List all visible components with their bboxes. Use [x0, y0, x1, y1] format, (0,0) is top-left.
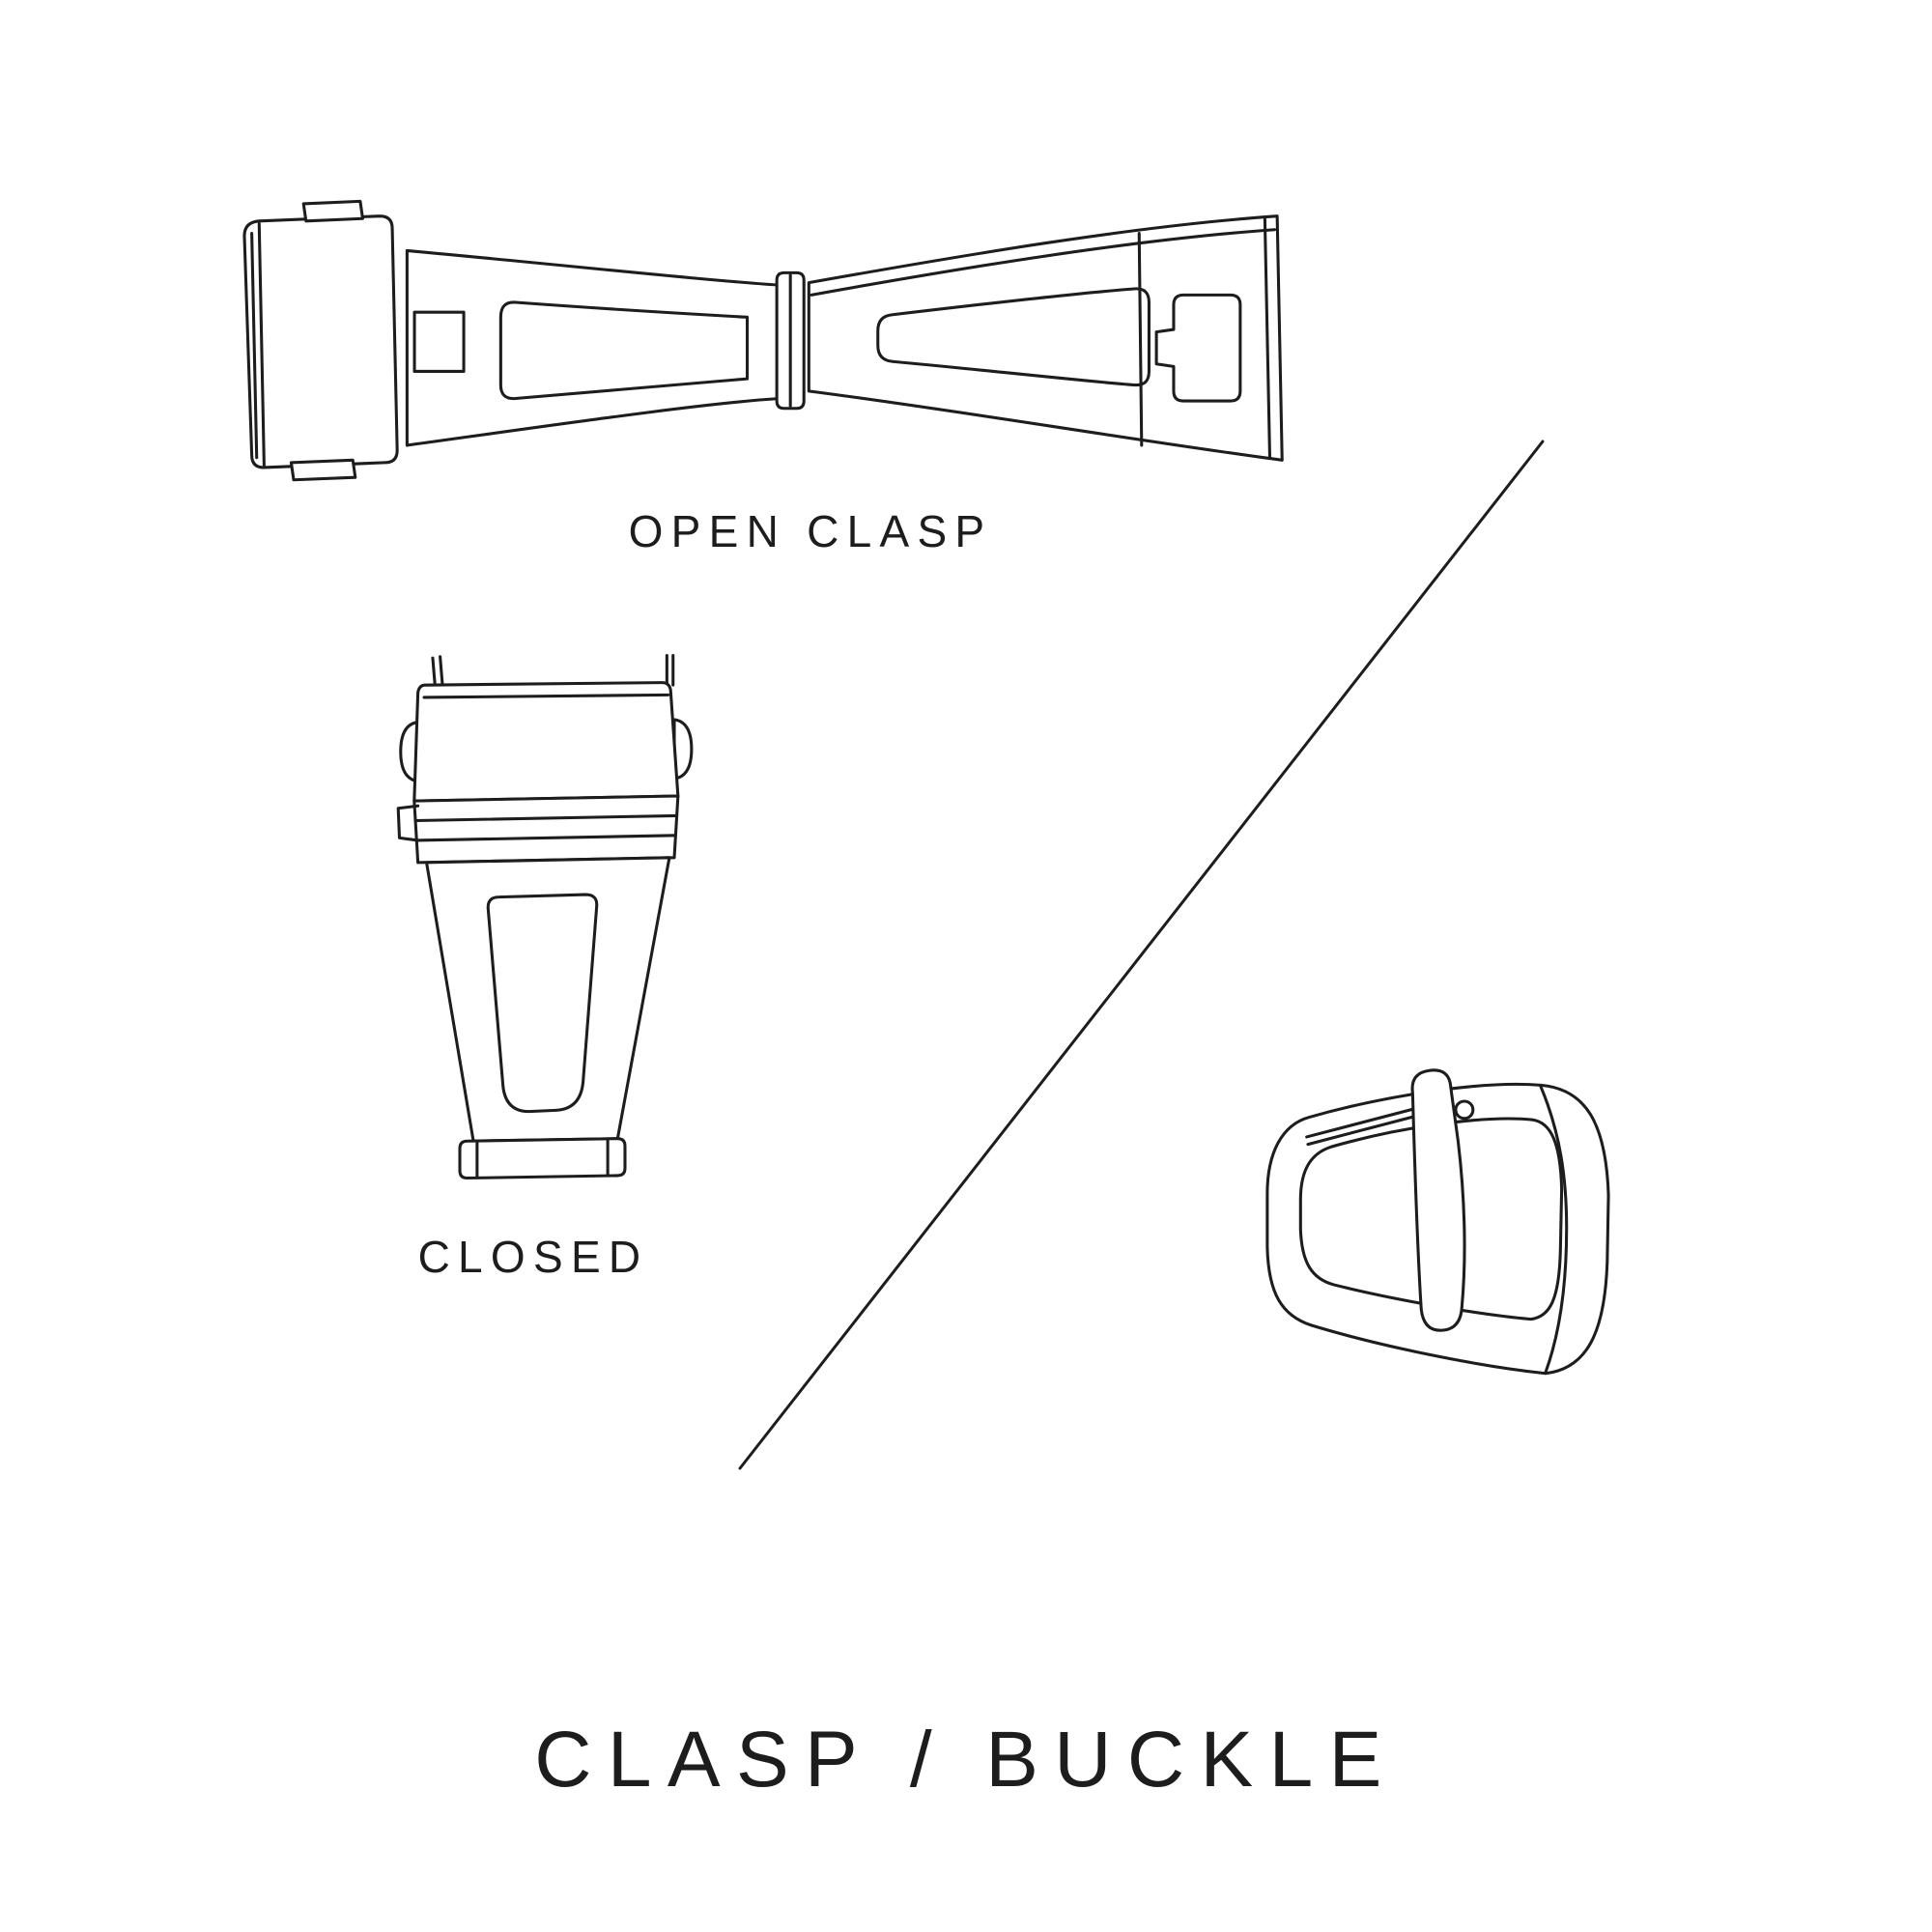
open-clasp-label: OPEN CLASP: [628, 506, 993, 556]
tang-buckle-illustration: [1265, 1068, 1610, 1376]
open-clasp-illustration: [242, 199, 1284, 482]
closed-label: CLOSED: [417, 1232, 649, 1282]
closed-clasp-illustration: [396, 654, 694, 1180]
page-title: CLASP / BUCKLE: [534, 1716, 1398, 1804]
